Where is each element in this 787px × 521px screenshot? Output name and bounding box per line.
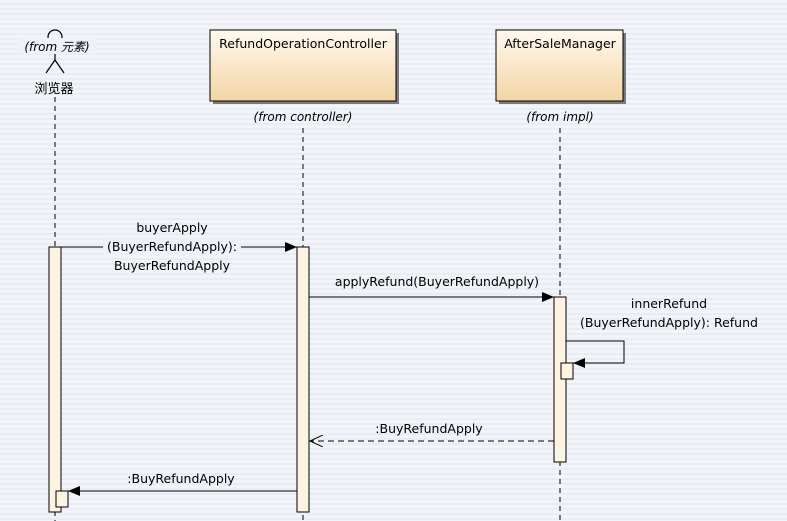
lifeline-refund-operation-controller[interactable]: RefundOperationController (from controll…	[209, 29, 399, 124]
activation-browser[interactable]	[48, 246, 62, 513]
message-label-line1: buyerApply	[136, 220, 208, 235]
actor-stereotype: (from 元素)	[24, 40, 89, 54]
lifeline-origin: (from controller)	[254, 110, 353, 124]
actor-stereotype-bg	[18, 38, 96, 54]
message-label-line3: BuyerRefundApply	[114, 258, 231, 273]
lifeline-name: AfterSaleManager	[504, 36, 616, 51]
activation-controller[interactable]	[296, 246, 310, 513]
activation-browser-nested[interactable]	[55, 490, 69, 508]
actor-left-leg	[45, 59, 56, 74]
message-buyer-apply[interactable]: buyerApply (BuyerRefundApply): BuyerRefu…	[61, 220, 297, 273]
message-label: applyRefund(BuyerRefundApply)	[335, 274, 539, 289]
message-label-line1: innerRefund	[631, 296, 707, 311]
lifeline-origin: (from impl)	[526, 110, 593, 124]
message-arrow	[566, 340, 625, 368]
message-apply-refund[interactable]: applyRefund(BuyerRefundApply)	[309, 274, 554, 302]
message-inner-refund[interactable]: innerRefund (BuyerRefundApply): Refund	[566, 296, 758, 368]
lifeline-name: RefundOperationController	[219, 36, 388, 51]
lifeline-box	[209, 29, 397, 102]
lifeline-box	[495, 29, 624, 102]
actor-browser[interactable]: (from 元素) 浏览器	[18, 29, 96, 97]
actor-right-leg	[54, 59, 65, 74]
message-return-to-browser[interactable]: :BuyRefundApply	[68, 471, 297, 496]
message-label-bg	[103, 239, 241, 255]
actor-name: 浏览器	[34, 81, 73, 97]
message-label: :BuyRefundApply	[127, 471, 235, 486]
message-label-line2: (BuyerRefundApply):	[107, 239, 237, 254]
lifeline-after-sale-manager[interactable]: AfterSaleManager (from impl)	[495, 29, 626, 124]
message-return-to-controller[interactable]: :BuyRefundApply	[310, 421, 554, 441]
message-label-line2: (BuyerRefundApply): Refund	[580, 315, 758, 330]
message-label: :BuyRefundApply	[375, 421, 483, 436]
activation-manager-nested[interactable]	[560, 362, 574, 380]
